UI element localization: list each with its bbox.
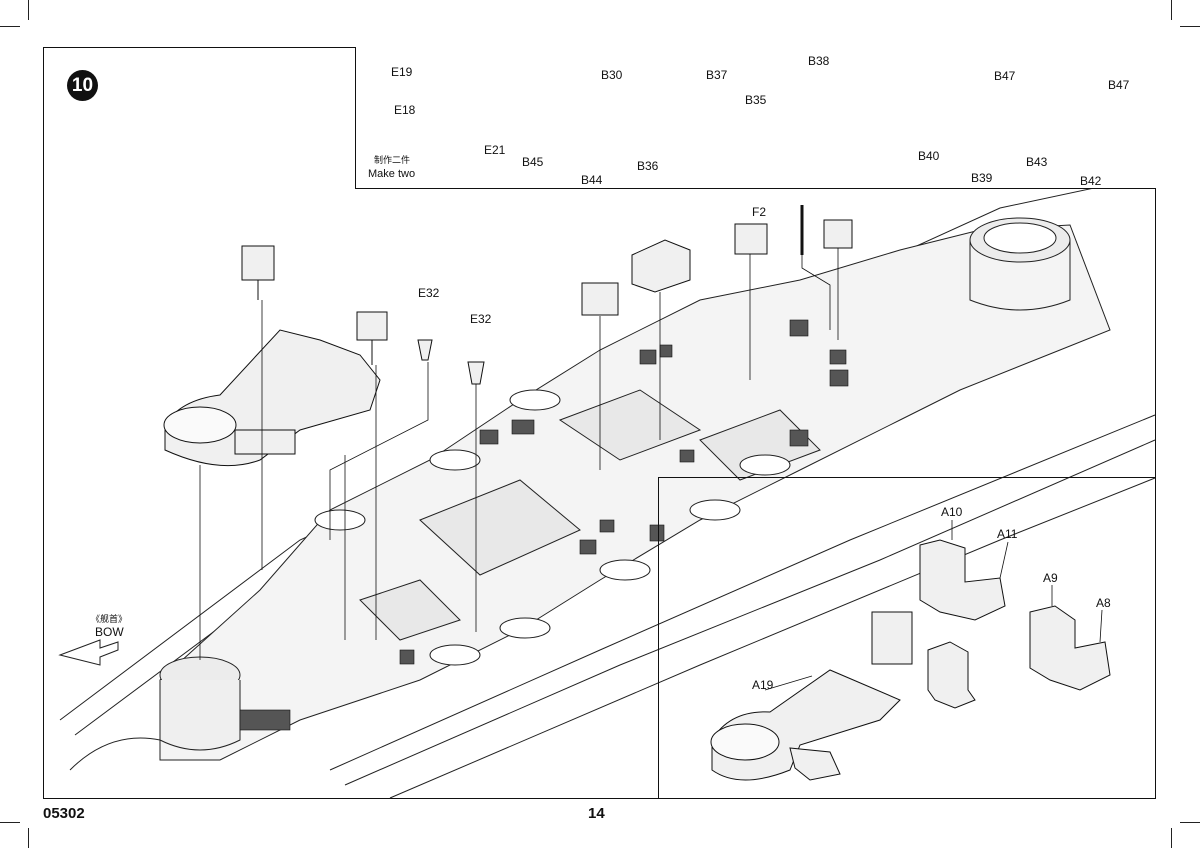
- make-two-note-en: Make two: [368, 168, 416, 180]
- part-label-b43: B43: [1026, 155, 1048, 169]
- part-label-a9: A9: [1043, 571, 1058, 585]
- part-label-b40: B40: [918, 149, 940, 163]
- crop-mark: [1180, 822, 1200, 823]
- part-label-e32-left: E32: [418, 286, 440, 300]
- bow-label-cn: 《舰首》: [91, 614, 128, 624]
- part-label-b47-b: B47: [1108, 78, 1130, 92]
- part-label-b47-a: B47: [994, 69, 1016, 83]
- part-label-b44: B44: [581, 173, 603, 187]
- part-label-e21: E21: [484, 143, 506, 157]
- part-label-b30: B30: [601, 68, 623, 82]
- make-two-note-cn: 制作二件: [374, 155, 411, 165]
- page-number: 14: [588, 805, 605, 822]
- part-label-b37: B37: [706, 68, 728, 82]
- crop-mark: [28, 0, 29, 20]
- catalog-number: 05302: [43, 805, 85, 822]
- crop-mark: [0, 822, 20, 823]
- part-label-b39: B39: [971, 171, 993, 185]
- part-label-b42: B42: [1080, 174, 1102, 188]
- part-label-a11: A11: [997, 527, 1018, 541]
- part-label-a8: A8: [1096, 596, 1111, 610]
- crop-mark: [1171, 828, 1172, 848]
- part-label-b35: B35: [745, 93, 767, 107]
- crop-mark: [1180, 26, 1200, 27]
- inset-panel: [658, 477, 1156, 799]
- part-label-a19: A19: [752, 678, 774, 692]
- part-label-b36: B36: [637, 159, 659, 173]
- crop-mark: [0, 26, 20, 27]
- part-label-e19: E19: [391, 65, 413, 79]
- step-number-badge: 10: [67, 70, 98, 101]
- crop-mark: [28, 828, 29, 848]
- crop-mark: [1171, 0, 1172, 20]
- bow-label-en: BOW: [95, 625, 124, 639]
- part-label-f2: F2: [752, 205, 767, 219]
- part-label-a10: A10: [941, 505, 963, 519]
- part-label-b38: B38: [808, 54, 830, 68]
- part-label-b45: B45: [522, 155, 544, 169]
- subassembly-panel: [355, 47, 1156, 189]
- part-label-e18: E18: [394, 103, 416, 117]
- part-label-e32-right: E32: [470, 312, 492, 326]
